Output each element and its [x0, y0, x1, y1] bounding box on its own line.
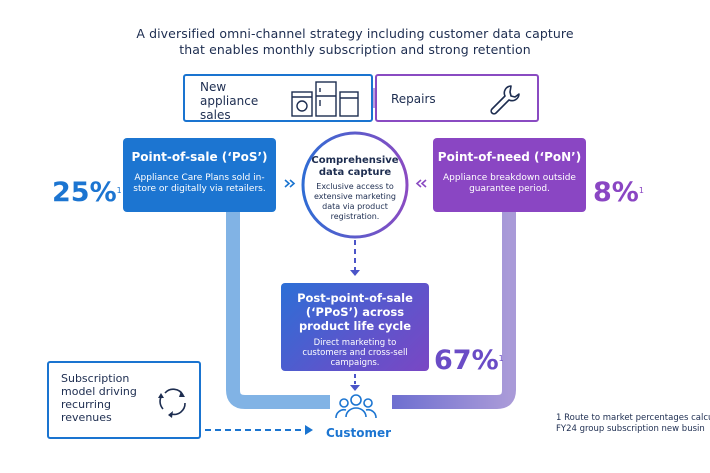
repairs-label: Repairs: [391, 92, 436, 106]
chevron-left-icon: [415, 179, 427, 188]
ppos-percentage: 67%1: [434, 345, 504, 376]
customer-group-icon: [335, 394, 377, 419]
point-of-need-card: Point-of-need (‘PoN’) Appliance breakdow…: [433, 138, 586, 212]
appliances-icon: [291, 81, 359, 117]
pon-title: Point-of-need (‘PoN’): [437, 150, 582, 164]
data-capture-circle: [301, 131, 409, 239]
data-capture-body: Exclusive access to extensive marketing …: [314, 182, 396, 221]
data-capture-text: Comprehensive data capture Exclusive acc…: [305, 155, 405, 222]
customer-label: Customer: [326, 426, 392, 440]
arrowhead-right: [305, 425, 313, 435]
chevron-right-icon: [284, 179, 296, 188]
ppos-title: Post-point-of-sale (‘PPoS’) across produ…: [297, 291, 413, 333]
arrowhead-down-1: [350, 270, 360, 276]
ppos-body: Direct marketing to customers and cross-…: [302, 338, 408, 368]
pon-percentage: 8%1: [593, 177, 644, 208]
left-flow-band: [226, 200, 330, 409]
new-appliance-sales-box: New appliance sales: [183, 74, 373, 122]
post-point-of-sale-card: Post-point-of-sale (‘PPoS’) across produ…: [281, 283, 429, 371]
page-title: A diversified omni-channel strategy incl…: [0, 26, 710, 58]
repairs-box: Repairs: [375, 74, 539, 122]
new-appliance-sales-label: New appliance sales: [200, 80, 259, 122]
recycle-arrows-icon: [158, 388, 186, 418]
pos-body: Appliance Care Plans sold in-store or di…: [133, 173, 266, 194]
right-flow-band: [392, 200, 516, 409]
data-capture-title: Comprehensive data capture: [311, 155, 399, 178]
pos-title: Point-of-sale (‘PoS’): [131, 150, 268, 164]
arrowhead-down-2: [350, 385, 360, 391]
subscription-model-box: Subscription model driving recurring rev…: [47, 361, 201, 439]
pos-percentage: 25%1: [52, 177, 122, 208]
title-line-2: that enables monthly subscription and st…: [179, 42, 531, 57]
title-line-1: A diversified omni-channel strategy incl…: [136, 26, 574, 41]
subscription-label: Subscription model driving recurring rev…: [61, 372, 137, 424]
point-of-sale-card: Point-of-sale (‘PoS’) Appliance Care Pla…: [123, 138, 276, 212]
footnote: 1 Route to market percentages calcul FY2…: [556, 413, 710, 434]
wrench-icon: [490, 85, 520, 115]
pon-body: Appliance breakdown outside guarantee pe…: [443, 173, 576, 194]
